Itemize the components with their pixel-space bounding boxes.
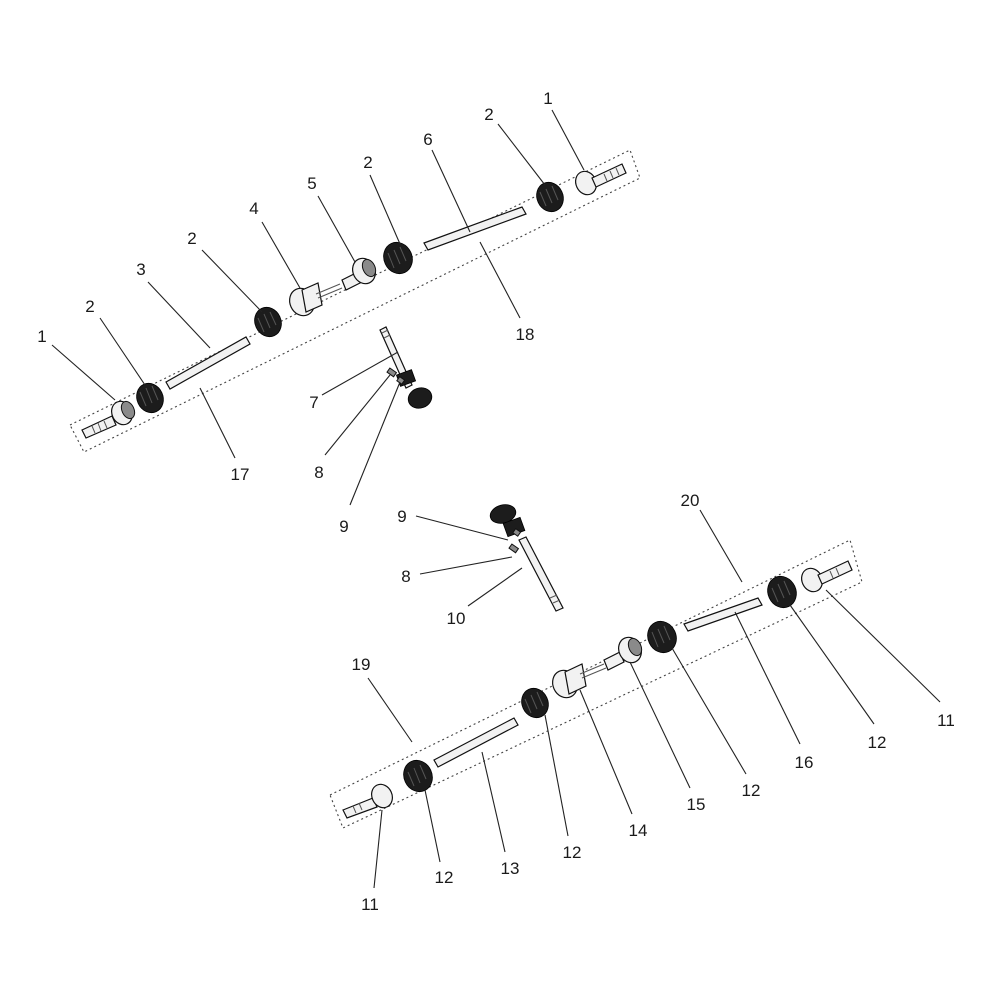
- part-12-boot-lower-4: [767, 575, 797, 609]
- callout-12c: 12: [742, 781, 761, 800]
- part-2-boot-upper-4: [536, 181, 564, 213]
- part-12-boot-lower-2: [521, 687, 549, 719]
- callout-20: 20: [681, 491, 700, 510]
- part-2-boot-upper-2: [254, 306, 282, 338]
- part-15-inner-joint-lower: [603, 636, 643, 671]
- callout-13: 13: [501, 859, 520, 878]
- lower-assembly-box: [329, 539, 863, 829]
- part-14-cv-housing-lower: [552, 663, 607, 699]
- part-3-shaft-upper: [165, 336, 251, 390]
- callout-2d: 2: [484, 105, 493, 124]
- part-5-inner-joint: [341, 257, 377, 291]
- part-12-boot-lower-1: [403, 759, 433, 793]
- callout-3: 3: [136, 260, 145, 279]
- part-6-shaft-upper-right: [423, 206, 527, 251]
- part-11-left-stub-shaft: [342, 783, 393, 819]
- part-2-boot-upper-1: [136, 382, 164, 414]
- part-12-boot-lower-3: [647, 620, 677, 654]
- leader-lines: [51, 109, 941, 889]
- callout-16: 16: [795, 753, 814, 772]
- callout-8a: 8: [314, 463, 323, 482]
- callout-2a: 2: [85, 297, 94, 316]
- callout-6: 6: [423, 130, 432, 149]
- part-8-bolt-upper: [386, 367, 398, 378]
- callout-18: 18: [516, 325, 535, 344]
- callout-8b: 8: [401, 567, 410, 586]
- callout-7: 7: [309, 393, 318, 412]
- callout-11a: 11: [361, 895, 379, 914]
- part-13-shaft-lower: [433, 717, 519, 768]
- callout-17: 17: [231, 465, 250, 484]
- part-9-nut-lower: [512, 527, 522, 537]
- callout-15: 15: [687, 795, 706, 814]
- callout-12d: 12: [868, 733, 887, 752]
- callout-12b: 12: [563, 843, 582, 862]
- part-11-right-stub-shaft: [801, 560, 853, 593]
- part-7-intermediate-shaft: [379, 326, 433, 409]
- callout-14: 14: [629, 821, 648, 840]
- part-1-right-stub-shaft: [575, 163, 627, 196]
- callout-19: 19: [352, 655, 371, 674]
- callout-2b: 2: [187, 229, 196, 248]
- callout-2c: 2: [363, 153, 372, 172]
- callout-1b: 1: [543, 89, 552, 108]
- part-2-boot-upper-3: [383, 241, 413, 275]
- callout-10: 10: [447, 609, 466, 628]
- part-10-intermediate-shaft-lower: [489, 504, 564, 612]
- part-1-left-stub-shaft: [81, 400, 136, 439]
- callout-9a: 9: [339, 517, 348, 536]
- callout-12a: 12: [435, 868, 454, 887]
- callout-9b: 9: [397, 507, 406, 526]
- callout-5: 5: [307, 174, 316, 193]
- part-4-cv-housing: [289, 282, 343, 317]
- part-16-shaft-lower-right: [683, 597, 763, 632]
- callout-4: 4: [249, 199, 258, 218]
- callout-11b: 11: [937, 711, 955, 730]
- part-8-bolt-lower: [508, 543, 520, 554]
- callout-1a: 1: [37, 327, 46, 346]
